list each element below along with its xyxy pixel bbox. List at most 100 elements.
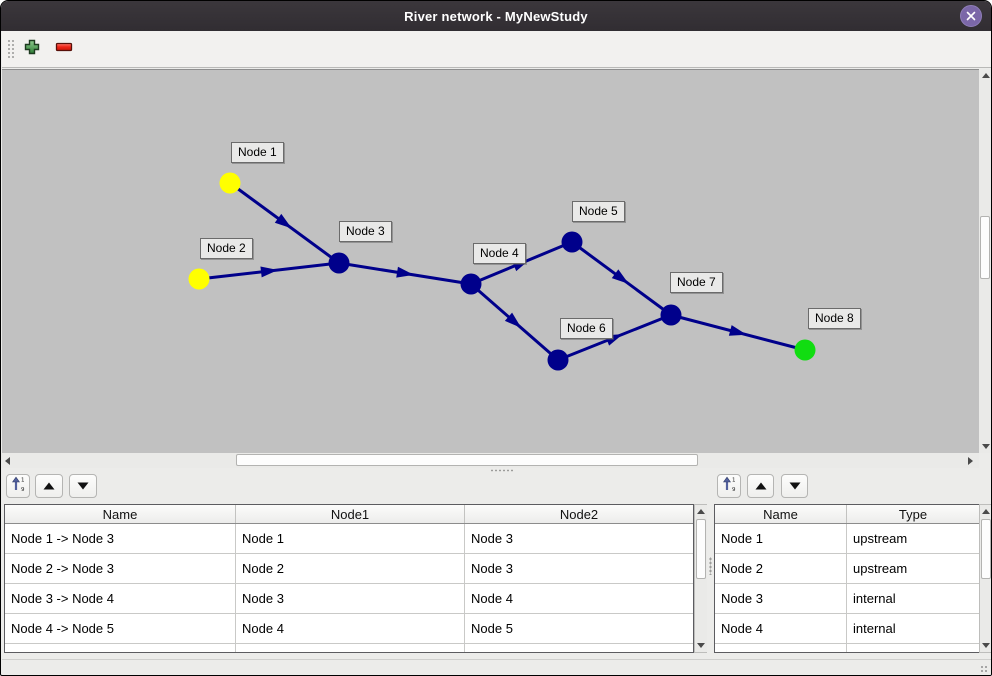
nodes-table-scrollbar[interactable] [979,504,991,653]
svg-text:1: 1 [732,477,736,483]
nodes-move-down-button[interactable] [781,474,808,498]
scroll-down-arrow[interactable] [979,440,991,453]
table-row[interactable]: Node 1 upstream [715,524,979,554]
table-cell[interactable]: Node 4 [236,614,465,643]
close-button[interactable] [960,5,982,27]
node-circle[interactable] [660,304,682,326]
table-row[interactable] [715,644,979,652]
table-cell[interactable]: internal [853,591,896,606]
add-node-button[interactable] [19,36,45,62]
node-circle[interactable] [561,231,583,253]
table-cell[interactable]: Node 4 -> Node 5 [5,614,236,643]
table-cell[interactable]: Node 4 [715,614,847,643]
table-cell[interactable]: Node 1 -> Node 3 [5,524,236,553]
minus-icon [55,40,73,58]
edge-arrowhead-icon [260,266,278,278]
horizontal-scroll-thumb[interactable] [236,454,698,466]
node-label[interactable]: Node 2 [200,238,253,259]
node-label[interactable]: Node 8 [808,308,861,329]
table-cell[interactable]: Node 3 [715,584,847,613]
table-row[interactable] [5,644,693,652]
node-label[interactable]: Node 5 [572,201,625,222]
links-table-scrollbar[interactable] [694,504,708,653]
table-row[interactable]: Node 4 internal [715,614,979,644]
splitter-grip-icon [490,469,514,472]
window-title: River network - MyNewStudy [404,8,588,24]
column-header-node1[interactable]: Node1 [236,505,465,523]
canvas-horizontal-scrollbar[interactable] [1,453,979,468]
table-cell[interactable]: Node 3 [236,584,465,613]
node-circle[interactable] [188,268,210,290]
table-cell[interactable] [5,644,236,652]
links-scroll-thumb[interactable] [696,519,706,579]
node-label[interactable]: Node 3 [339,221,392,242]
column-header-name[interactable]: Name [715,505,847,523]
column-header-name[interactable]: Name [5,505,236,523]
table-cell[interactable]: Node 3 -> Node 4 [5,584,236,613]
vertical-splitter[interactable] [707,473,714,659]
resize-grip-icon[interactable] [980,665,988,673]
table-header: Name Type [715,505,979,524]
table-cell[interactable] [465,644,693,652]
scroll-right-arrow[interactable] [964,453,977,468]
table-cell[interactable] [715,644,847,652]
nodes-move-up-button[interactable] [747,474,774,498]
table-cell[interactable]: Node 3 [471,531,513,546]
table-cell[interactable]: Node 1 [715,524,847,553]
node-circle[interactable] [460,273,482,295]
network-canvas[interactable]: Node 1 Node 2 Node 3 Node 4 Node 5 Node 6 Node… [2,69,979,453]
svg-text:9: 9 [21,487,25,492]
table-cell[interactable]: Node 5 [471,621,513,636]
table-cell[interactable]: Node 2 -> Node 3 [5,554,236,583]
column-header-node2[interactable]: Node2 [559,506,599,522]
node-circle[interactable] [328,252,350,274]
node-label[interactable]: Node 6 [560,318,613,339]
edge-arrowhead-icon [728,325,747,336]
table-cell[interactable]: Node 2 [236,554,465,583]
table-cell[interactable]: internal [853,621,896,636]
node-label[interactable]: Node 1 [231,142,284,163]
table-row[interactable]: Node 2 upstream [715,554,979,584]
table-cell[interactable] [236,644,465,652]
table-cell[interactable]: Node 4 [471,591,513,606]
canvas-vertical-scrollbar[interactable] [979,69,991,453]
links-sort-button[interactable]: 1 9 [6,474,30,498]
node-circle[interactable] [547,349,569,371]
table-row[interactable]: Node 3 internal [715,584,979,614]
column-header-type[interactable]: Type [898,506,928,522]
table-cell[interactable]: Node 1 [236,524,465,553]
table-cell[interactable]: upstream [853,561,908,576]
down-triangle-icon [77,477,89,495]
node-label[interactable]: Node 7 [670,272,723,293]
table-cell[interactable]: Node 3 [471,561,513,576]
links-move-up-button[interactable] [35,474,63,498]
horizontal-splitter[interactable] [1,468,991,473]
toolbar-drag-handle[interactable] [7,39,15,60]
table-cell[interactable]: upstream [853,531,908,546]
nodes-sort-button[interactable]: 1 9 [717,474,741,498]
table-cell[interactable]: Node 2 [715,554,847,583]
node-circle[interactable] [219,172,241,194]
node-label[interactable]: Node 4 [473,243,526,264]
table-cell[interactable] [847,644,979,652]
nodes-scroll-thumb[interactable] [981,519,991,579]
scroll-left-arrow[interactable] [1,453,14,468]
scroll-up-arrow[interactable] [979,69,991,82]
remove-node-button[interactable] [51,36,77,62]
node-circle[interactable] [794,339,816,361]
edge-arrowhead-icon [611,269,629,284]
title-bar: River network - MyNewStudy [1,1,991,31]
scroll-down-arrow[interactable] [980,639,991,652]
scroll-down-arrow[interactable] [695,639,707,652]
vertical-scroll-thumb[interactable] [980,216,990,279]
up-triangle-icon [43,477,55,495]
links-move-down-button[interactable] [69,474,97,498]
scroll-up-arrow[interactable] [980,505,991,518]
splitter-grip-icon [709,557,712,575]
scroll-up-arrow[interactable] [695,505,707,518]
